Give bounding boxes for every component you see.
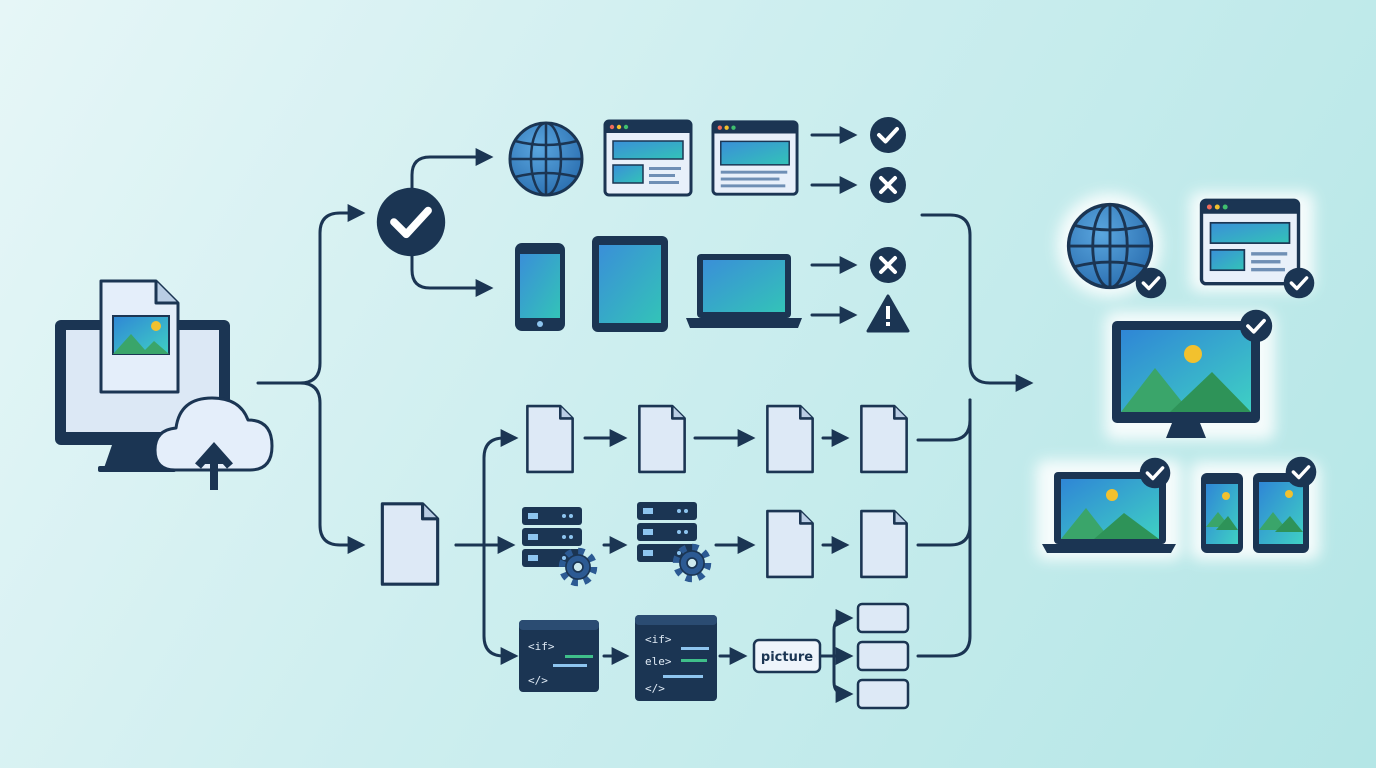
document-icon bbox=[638, 404, 686, 474]
document-icon bbox=[526, 404, 574, 474]
document-icon bbox=[380, 502, 440, 586]
code-window-icon: <if> ele> </> bbox=[635, 615, 717, 701]
code-line: <if> bbox=[645, 633, 672, 646]
document-icon bbox=[766, 404, 814, 474]
source-box bbox=[856, 678, 910, 710]
browser-window-icon bbox=[1199, 198, 1301, 286]
code-line: </> bbox=[645, 682, 665, 695]
check-circle-icon bbox=[1282, 266, 1316, 300]
laptop-icon bbox=[1042, 472, 1176, 553]
check-circle-icon bbox=[1138, 456, 1172, 490]
check-circle-icon bbox=[868, 115, 908, 155]
check-circle-icon bbox=[377, 188, 445, 256]
code-line: ele> bbox=[645, 655, 672, 668]
connectors bbox=[256, 126, 1034, 703]
code-line: <if> bbox=[528, 640, 555, 653]
picture-element-box: picture bbox=[752, 638, 822, 674]
globe-icon bbox=[508, 121, 584, 197]
code-window-icon: <if> </> bbox=[519, 620, 599, 692]
x-circle-icon bbox=[868, 245, 908, 285]
warning-triangle-icon bbox=[866, 294, 910, 333]
smartphone-icon bbox=[1201, 473, 1243, 553]
check-circle-icon bbox=[1284, 455, 1318, 489]
desktop-monitor-icon bbox=[1112, 321, 1260, 438]
document-icon bbox=[860, 509, 908, 579]
picture-label: picture bbox=[761, 650, 813, 665]
source-box bbox=[856, 602, 910, 634]
browser-window-icon bbox=[603, 119, 693, 197]
smartphone-icon bbox=[515, 243, 565, 331]
source-box bbox=[856, 640, 910, 672]
check-circle-icon bbox=[1134, 266, 1168, 300]
laptop-icon bbox=[686, 254, 802, 328]
browser-window-icon bbox=[711, 120, 799, 196]
code-line: </> bbox=[528, 674, 548, 687]
document-icon bbox=[860, 404, 908, 474]
upload-cloud-icon bbox=[153, 396, 274, 490]
document-icon bbox=[766, 509, 814, 579]
x-circle-icon bbox=[868, 165, 908, 205]
check-circle-icon bbox=[1238, 308, 1274, 344]
tablet-icon bbox=[592, 236, 668, 332]
image-file-icon bbox=[99, 279, 180, 394]
tablet-icon bbox=[1253, 473, 1309, 553]
